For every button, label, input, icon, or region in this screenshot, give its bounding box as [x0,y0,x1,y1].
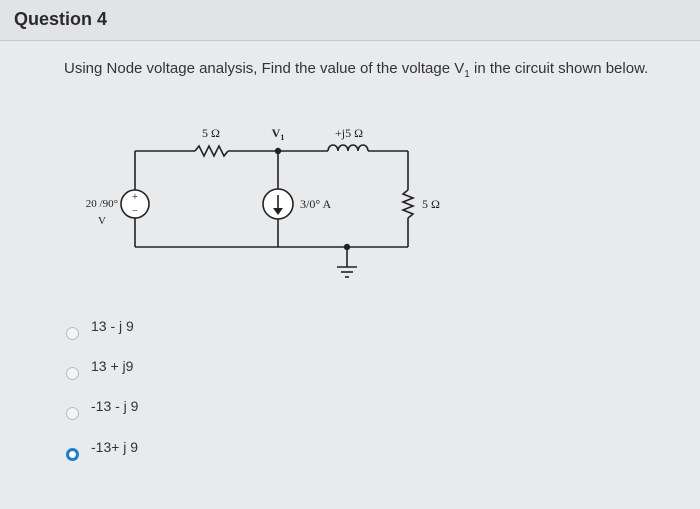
radio-button-1[interactable] [66,326,79,340]
answer-label-2: 13 + j9 [91,358,134,374]
answer-option-3[interactable]: -13 - j 9 [66,396,266,422]
resistor-1-label: 5 Ω [202,126,220,140]
node-v1-label: V1 [272,126,285,142]
question-header: Question 4 [0,0,700,41]
answer-label-1: 13 - j 9 [91,318,134,334]
prompt-subscript: 1 [464,69,470,80]
current-source-label: 3/0° A [300,197,331,211]
current-arrow-head [273,208,283,215]
resistor-2-label: 5 Ω [422,197,440,211]
resistor-1-icon [194,144,229,158]
node-v1-sub: 1 [280,133,284,142]
voltage-source-minus: − [132,205,138,217]
node-dot-bottom [343,243,351,251]
prompt-text-before: Using Node voltage analysis, Find the va… [64,60,465,77]
circuit-diagram: + − 5 Ω V1 +j5 Ω 20 /90° V 3/0° A 5 Ω [86,126,440,278]
resistor-2-icon [400,189,416,219]
voltage-source-label-bottom: V [98,215,106,227]
node-v1-letter: V [272,126,281,140]
question-prompt: Using Node voltage analysis, Find the va… [64,60,648,80]
node-dot-top [274,147,282,155]
answer-option-4[interactable]: -13+ j 9 [66,437,266,463]
radio-button-4-selected[interactable] [66,447,79,461]
radio-button-2[interactable] [66,366,79,380]
question-title: Question 4 [14,9,108,29]
ground-icon [337,266,357,278]
radio-button-3[interactable] [66,406,79,420]
answer-label-4: -13+ j 9 [91,439,139,455]
prompt-text-after: in the circuit shown below. [469,60,649,77]
answer-label-3: -13 - j 9 [91,398,139,414]
inductor-label: +j5 Ω [335,126,363,140]
answer-option-1[interactable]: 13 - j 9 [66,316,266,342]
voltage-source-plus: + [132,191,138,203]
voltage-source-icon [120,189,150,219]
voltage-source-label-top: 20 /90° [86,198,118,210]
answer-option-2[interactable]: 13 + j9 [66,356,266,382]
inductor-icon [327,144,369,152]
